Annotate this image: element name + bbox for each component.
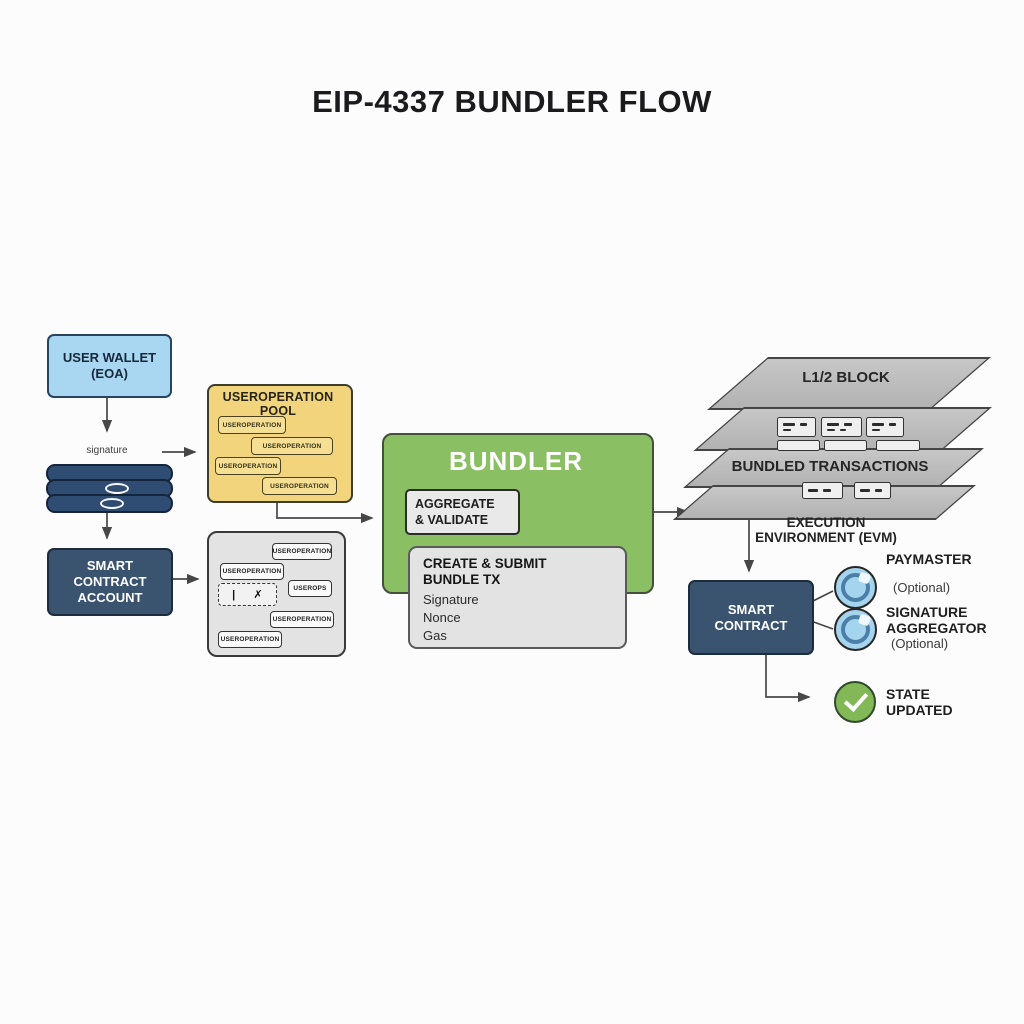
smart-contract-line1: SMART — [727, 601, 775, 617]
transaction-icon — [866, 417, 904, 437]
bundle-field-nonce: Nonce — [423, 610, 461, 625]
invalid-userop-chip: | ✗ — [218, 583, 277, 606]
smart-contract-box: SMART CONTRACT — [688, 580, 814, 655]
dash-line — [800, 423, 807, 426]
dash-line — [889, 423, 896, 426]
userop-chip: USEROPERATION — [215, 457, 281, 475]
refresh-ring-icon — [841, 573, 870, 602]
transaction-icon-partial — [876, 440, 920, 451]
dash-line — [872, 423, 884, 426]
state-check-icon — [834, 681, 876, 723]
userop-chip: USEROPERATION — [251, 437, 333, 455]
userop-chip: USEROPERATION — [262, 477, 337, 495]
bar-icon: | — [232, 588, 236, 601]
user-wallet-box: USER WALLET (EOA) — [47, 334, 172, 398]
bundled-transactions-label: BUNDLED TRANSACTIONS — [731, 458, 929, 475]
transaction-icon — [821, 417, 862, 437]
dash-line — [875, 489, 882, 492]
userop-chip: USEROPERATION — [218, 416, 286, 434]
user-wallet-label-line2: (EOA) — [91, 366, 128, 381]
sync-icon — [100, 498, 124, 509]
sync-icon — [105, 483, 129, 494]
line-contract-to-paymaster — [810, 590, 834, 603]
create-submit-line1: CREATE & SUBMIT — [423, 556, 547, 571]
dash-line — [840, 428, 846, 431]
userop-chip: USEROPERATION — [270, 611, 334, 628]
state-line1: STATE — [886, 686, 930, 702]
aggregator-optional-label: (Optional) — [891, 636, 949, 651]
aggregator-line1: SIGNATURE — [886, 604, 968, 620]
userop-pool-title: USEROPERATION POOL — [222, 390, 334, 418]
transaction-icon — [802, 482, 843, 499]
userop-chip: USEROPERATION — [218, 631, 282, 648]
create-submit-line2: BUNDLE TX — [423, 572, 501, 587]
bundle-field-gas: Gas — [423, 628, 447, 643]
page-title: EIP-4337 BUNDLER FLOW — [312, 84, 712, 119]
smart-contract-account-box: SMART CONTRACT ACCOUNT — [47, 548, 173, 616]
userop-chip: USEROPERATION — [272, 543, 332, 560]
user-wallet-label-line1: USER WALLET — [62, 350, 157, 365]
dash-line — [823, 489, 831, 492]
arrow-contract-to-state — [765, 652, 811, 703]
execution-env-line1: EXECUTION — [786, 515, 866, 530]
signature-label: signature — [86, 445, 128, 456]
transaction-icon-partial — [777, 440, 820, 451]
dash-line — [860, 489, 870, 492]
userops-chip: USEROPS — [288, 580, 332, 597]
bundler-title: BUNDLER — [448, 446, 584, 476]
aggregate-validate-chip: AGGREGATE & VALIDATE — [405, 489, 520, 535]
userop-chip: USEROPERATION — [220, 563, 284, 580]
signature-aggregator-icon — [834, 608, 877, 651]
dash-line — [844, 423, 852, 426]
dash-line — [872, 428, 880, 431]
paymaster-optional-label: (Optional) — [893, 580, 951, 595]
transaction-icon — [854, 482, 891, 499]
aggregate-line1: AGGREGATE — [415, 497, 495, 511]
execution-env-line2: ENVIRONMENT (EVM) — [755, 530, 897, 545]
create-submit-box: CREATE & SUBMIT BUNDLE TX Signature Nonc… — [408, 546, 627, 649]
transaction-icon — [777, 417, 816, 437]
paymaster-label: PAYMASTER — [886, 551, 972, 567]
dash-line — [783, 428, 791, 431]
dash-line — [827, 428, 835, 431]
bundle-field-signature: Signature — [423, 592, 479, 607]
signed-userop-pill — [46, 494, 173, 513]
dash-line — [827, 423, 839, 426]
execution-environment-label: EXECUTION ENVIRONMENT (EVM) — [745, 515, 907, 545]
signature-aggregator-label: SIGNATURE AGGREGATOR — [886, 604, 987, 636]
sca-label-line1: SMART CONTRACT — [73, 558, 147, 589]
transaction-icon-partial — [824, 440, 867, 451]
paymaster-icon — [834, 566, 877, 609]
aggregator-line2: AGGREGATOR — [886, 620, 987, 636]
cross-icon: ✗ — [253, 589, 263, 601]
refresh-ring-icon — [841, 615, 870, 644]
smart-contract-line2: CONTRACT — [714, 617, 788, 633]
dash-line — [808, 489, 818, 492]
sca-label-line2: ACCOUNT — [77, 590, 143, 605]
aggregate-line2: & VALIDATE — [415, 513, 489, 527]
l12-block-label: L1/2 BLOCK — [802, 369, 890, 386]
dash-line — [783, 423, 795, 426]
state-updated-label: STATE UPDATED — [886, 686, 953, 718]
state-line2: UPDATED — [886, 702, 953, 718]
line-contract-to-aggregator — [810, 620, 834, 630]
